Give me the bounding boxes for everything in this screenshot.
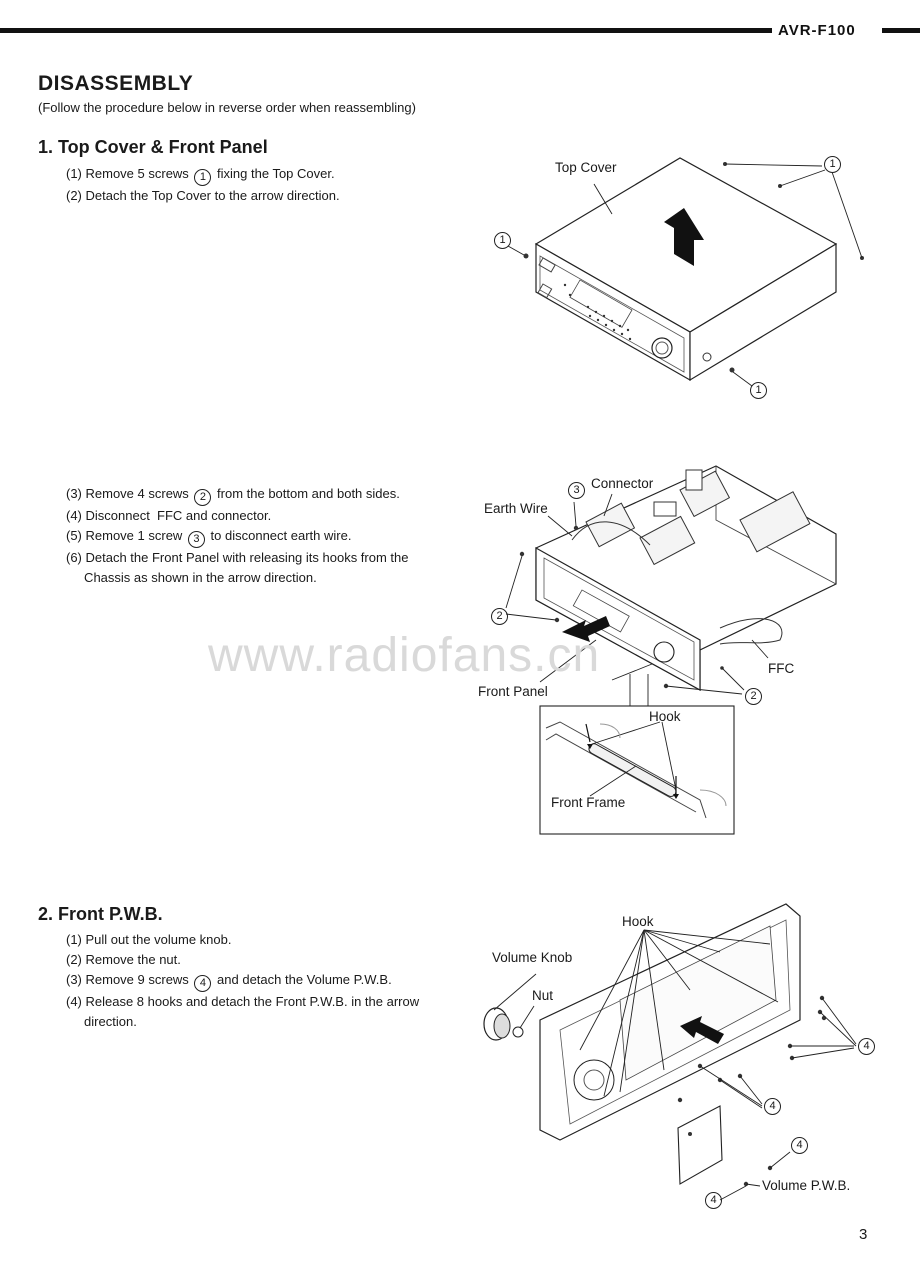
page-number: 3 <box>859 1226 868 1243</box>
callout-screw-4: 4 <box>705 1192 722 1209</box>
figure1-drawing <box>507 157 864 387</box>
step-item: (3) Remove 9 screws 4 and detach the Vol… <box>66 970 419 992</box>
figure3-drawing <box>483 903 857 1201</box>
header-rule-end <box>882 28 920 33</box>
step-text: (3) Remove 4 screws <box>66 486 193 501</box>
step-item: (2) Detach the Top Cover to the arrow di… <box>66 186 340 206</box>
step-item: (4) Release 8 hooks and detach the Front… <box>66 992 419 1012</box>
label-ffc: FFC <box>768 661 795 676</box>
step-item: (1) Pull out the volume knob. <box>66 930 419 950</box>
callout-screw-4: 4 <box>858 1038 875 1055</box>
section2-steps: (1) Pull out the volume knob. (2) Remove … <box>66 930 419 1032</box>
section1-steps-b: (3) Remove 4 screws 2 from the bottom an… <box>66 484 409 588</box>
step-text: fixing the Top Cover. <box>213 166 335 181</box>
step-item: Chassis as shown in the arrow direction. <box>66 568 409 588</box>
section2-title: 2. Front P.W.B. <box>38 904 163 924</box>
label-hook: Hook <box>622 914 654 929</box>
section1-title: 1. Top Cover & Front Panel <box>38 137 268 157</box>
model-name: AVR-F100 <box>778 22 856 39</box>
section1-steps-a: (1) Remove 5 screws 1 fixing the Top Cov… <box>66 164 340 206</box>
label-front-panel: Front Panel <box>478 684 548 699</box>
step-text: (1) Pull out the volume knob. <box>66 932 232 947</box>
page-title: DISASSEMBLY <box>38 72 194 95</box>
watermark: www.radiofans.cn <box>208 629 601 682</box>
header-rule <box>0 28 772 33</box>
step-text: (2) Detach the Top Cover to the arrow di… <box>66 188 340 203</box>
step-text: (3) Remove 9 screws <box>66 972 193 987</box>
callout-screw-1: 1 <box>824 156 841 173</box>
step-item: (1) Remove 5 screws 1 fixing the Top Cov… <box>66 164 340 186</box>
screw-callout: 2 <box>194 489 212 506</box>
step-item: (3) Remove 4 screws 2 from the bottom an… <box>66 484 409 506</box>
step-text: (1) Remove 5 screws <box>66 166 193 181</box>
step-text: Chassis as shown in the arrow direction. <box>66 570 317 585</box>
screw-callout: 3 <box>187 531 205 548</box>
step-item: direction. <box>66 1012 419 1032</box>
callout-screw-4: 4 <box>764 1098 781 1115</box>
page-subtitle: (Follow the procedure below in reverse o… <box>38 100 416 115</box>
callout-screw-1: 1 <box>494 232 511 249</box>
step-text: (5) Remove 1 screw <box>66 528 186 543</box>
screw-callout: 4 <box>194 975 212 992</box>
step-item: (6) Detach the Front Panel with releasin… <box>66 548 409 568</box>
label-volume-pwb: Volume P.W.B. <box>762 1178 851 1193</box>
callout-screw-4: 4 <box>791 1137 808 1154</box>
step-text: to disconnect earth wire. <box>206 528 352 543</box>
step-text: (4) Disconnect FFC and connector. <box>66 508 272 523</box>
step-text: and detach the Volume P.W.B. <box>213 972 392 987</box>
step-item: (2) Remove the nut. <box>66 950 419 970</box>
label-volume-knob: Volume Knob <box>492 950 573 965</box>
step-text: direction. <box>66 1014 137 1029</box>
step-text: (4) Release 8 hooks and detach the Front… <box>66 994 420 1009</box>
step-text: (2) Remove the nut. <box>66 952 181 967</box>
label-front-frame: Front Frame <box>551 795 626 810</box>
screw-callout: 1 <box>194 169 212 186</box>
label-connector: Connector <box>591 476 654 491</box>
step-item: (5) Remove 1 screw 3 to disconnect earth… <box>66 526 409 548</box>
step-item: (4) Disconnect FFC and connector. <box>66 506 409 526</box>
label-top-cover: Top Cover <box>555 160 617 175</box>
callout-screw-2: 2 <box>491 608 508 625</box>
label-nut: Nut <box>532 988 554 1003</box>
callout-screw-1: 1 <box>750 382 767 399</box>
step-text: from the bottom and both sides. <box>213 486 400 501</box>
label-hook: Hook <box>649 709 681 724</box>
label-earth-wire: Earth Wire <box>484 501 548 516</box>
step-text: (6) Detach the Front Panel with releasin… <box>66 550 409 565</box>
callout-screw-2: 2 <box>745 688 762 705</box>
figure2-drawing <box>505 465 837 835</box>
callout-screw-3: 3 <box>568 482 585 499</box>
